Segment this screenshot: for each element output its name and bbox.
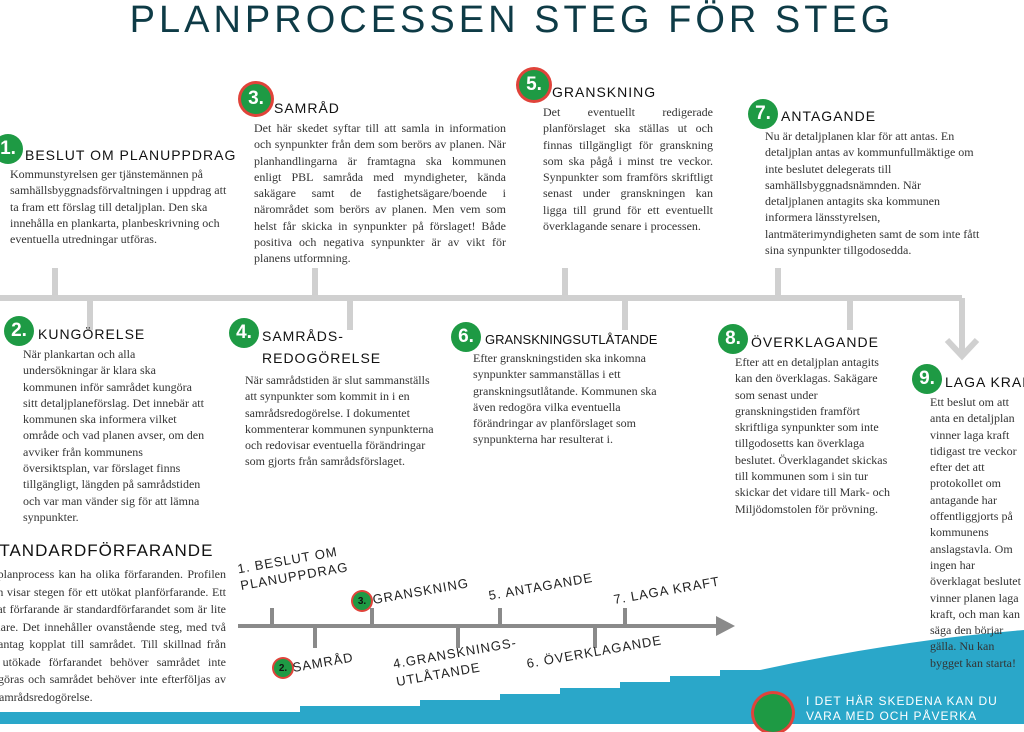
step-number-badge: 8. — [718, 324, 748, 354]
step-text: Det eventuellt redigerade planförslaget … — [543, 105, 713, 234]
legend-text: I DET HÄR SKEDENA KAN DU VARA MED OCH PÅ… — [806, 694, 998, 723]
timeline-marker-2: 2. — [274, 659, 292, 677]
step-text: Ett beslut om att anta en detaljplan vin… — [930, 395, 1021, 670]
step-heading: LAGA KRAFT — [945, 374, 1024, 390]
step-text: Det här skedet syftar till att samla in … — [254, 121, 506, 266]
timeline-marker-3: 3. — [353, 592, 371, 610]
step-number-badge: 9. — [912, 364, 942, 394]
legend-marker-icon — [754, 694, 792, 732]
step-heading-line-2: REDOGÖRELSE — [262, 350, 382, 366]
step-text: Kommunstyrelsen ger tjänstemännen på sam… — [10, 167, 227, 247]
step-heading: ANTAGANDE — [781, 108, 877, 124]
step-text: När samrådstiden är slut sammanställs at… — [245, 373, 434, 469]
step-heading: GRANSKNINGSUTLÅTANDE — [485, 332, 658, 347]
step-text: När plankartan och alla undersökningar ä… — [23, 347, 205, 524]
step-heading: GRANSKNING — [552, 84, 657, 100]
step-text: Efter granskningstiden ska inkomna synpu… — [473, 351, 657, 447]
step-heading: KUNGÖRELSE — [38, 326, 146, 342]
step-text: Efter att en detaljplan antagits kan den… — [735, 355, 890, 516]
step-number-badge: 5. — [519, 70, 549, 100]
step-heading: BESLUT OM PLANUPPDRAG — [25, 147, 237, 163]
standard-heading: STANDARDFÖRFARANDE — [0, 541, 214, 560]
standard-text: En planprocess kan ha olika förfaranden.… — [0, 567, 226, 704]
step-number-badge: 4. — [229, 318, 259, 348]
step-number-badge: 2. — [4, 316, 34, 346]
step-heading: ÖVERKLAGANDE — [751, 334, 879, 350]
step-number-badge: 3. — [241, 84, 271, 114]
step-heading: SAMRÅD — [274, 100, 340, 116]
step-text: Nu är detaljplanen klar för att antas. E… — [765, 129, 980, 258]
step-number-badge: 7. — [748, 99, 778, 129]
step-number-badge: 1. — [0, 134, 23, 164]
page-title: PLANPROCESSEN STEG FÖR STEG — [129, 0, 895, 41]
step-heading: SAMRÅDS- — [262, 328, 344, 344]
step-number-badge: 6. — [451, 322, 481, 352]
